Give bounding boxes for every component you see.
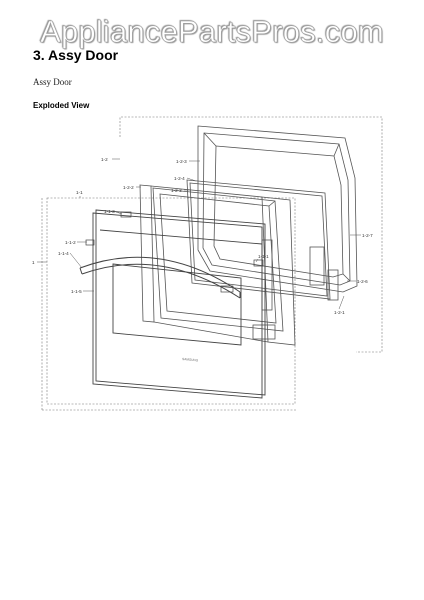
label-1: 1: [32, 260, 35, 265]
label-1-2-7: 1-2-7: [362, 233, 373, 238]
exploded-view-label: Exploded View: [33, 101, 90, 110]
label-1-1-3: 1-1-3: [104, 209, 115, 214]
label-1-1-4: 1-1-4: [58, 251, 69, 256]
part-labels: 1-2 1-1 1 1-2-3 1-2-4 1-2-2 1-2-3 1-1-3 …: [32, 157, 373, 315]
rear-frame: [197, 125, 358, 301]
label-1-2-6: 1-2-6: [357, 279, 368, 284]
boundary-assy-1-1: [46, 197, 296, 405]
hinge-frame: [139, 184, 296, 346]
label-1-1-2: 1-1-2: [65, 240, 76, 245]
label-1-1-1: 1-1-1: [258, 254, 269, 259]
label-1-1: 1-1: [76, 190, 83, 195]
middle-frame: [152, 187, 284, 332]
door-clips: [85, 211, 264, 293]
section-title: 3. Assy Door: [33, 47, 119, 63]
label-1-2-3-top: 1-2-3: [176, 159, 187, 164]
leader-lines: [37, 158, 361, 310]
boundary-assy-1-2: [119, 116, 383, 353]
brand-mark: SAMSUNG: [182, 357, 199, 362]
label-1-2-4: 1-2-4: [174, 176, 185, 181]
assembly-boundaries: [41, 116, 383, 411]
watermark: AppliancePartsPros.com: [40, 14, 384, 50]
label-1-2: 1-2: [101, 157, 108, 162]
label-1-2-3-mid: 1-2-3: [171, 188, 182, 193]
label-1-1-5: 1-1-5: [71, 289, 82, 294]
door-handle: [79, 256, 241, 299]
label-1-2-2: 1-2-2: [123, 185, 134, 190]
inner-glass: [186, 179, 331, 300]
front-door-panel: [92, 209, 266, 399]
label-1-2-1: 1-2-1: [334, 310, 345, 315]
section-subtitle: Assy Door: [33, 77, 72, 87]
